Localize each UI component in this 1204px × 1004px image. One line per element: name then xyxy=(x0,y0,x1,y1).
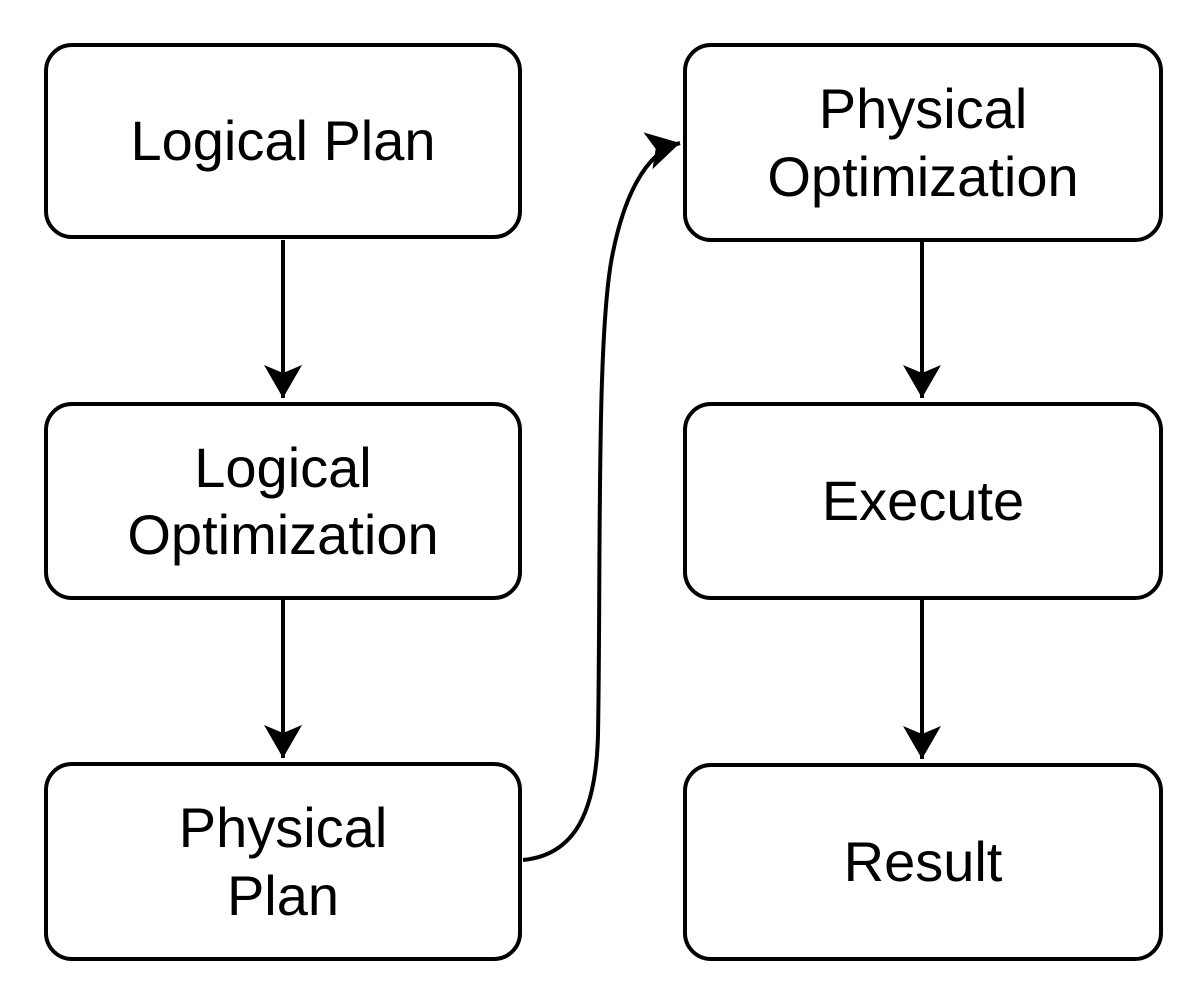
node-result: Result xyxy=(683,763,1163,961)
node-label-line: Physical xyxy=(818,77,1028,141)
node-logical-optimization: Logical Optimization xyxy=(44,402,522,600)
node-logical-plan: Logical Plan xyxy=(44,43,522,239)
node-label-line: Optimization xyxy=(767,144,1079,208)
node-label: Execute xyxy=(821,469,1025,533)
node-execute: Execute xyxy=(683,402,1163,600)
edge-physical-plan-to-physical-optimization xyxy=(522,132,681,862)
node-label: Result xyxy=(843,830,1003,894)
node-label-line: Plan xyxy=(226,863,340,927)
node-label: Logical Plan xyxy=(130,109,436,173)
node-label-line: Physical xyxy=(178,796,388,860)
node-physical-optimization: Physical Optimization xyxy=(683,43,1163,242)
node-physical-plan: Physical Plan xyxy=(44,762,522,961)
node-label-line: Optimization xyxy=(127,503,439,566)
node-label-line: Logical xyxy=(194,435,372,499)
